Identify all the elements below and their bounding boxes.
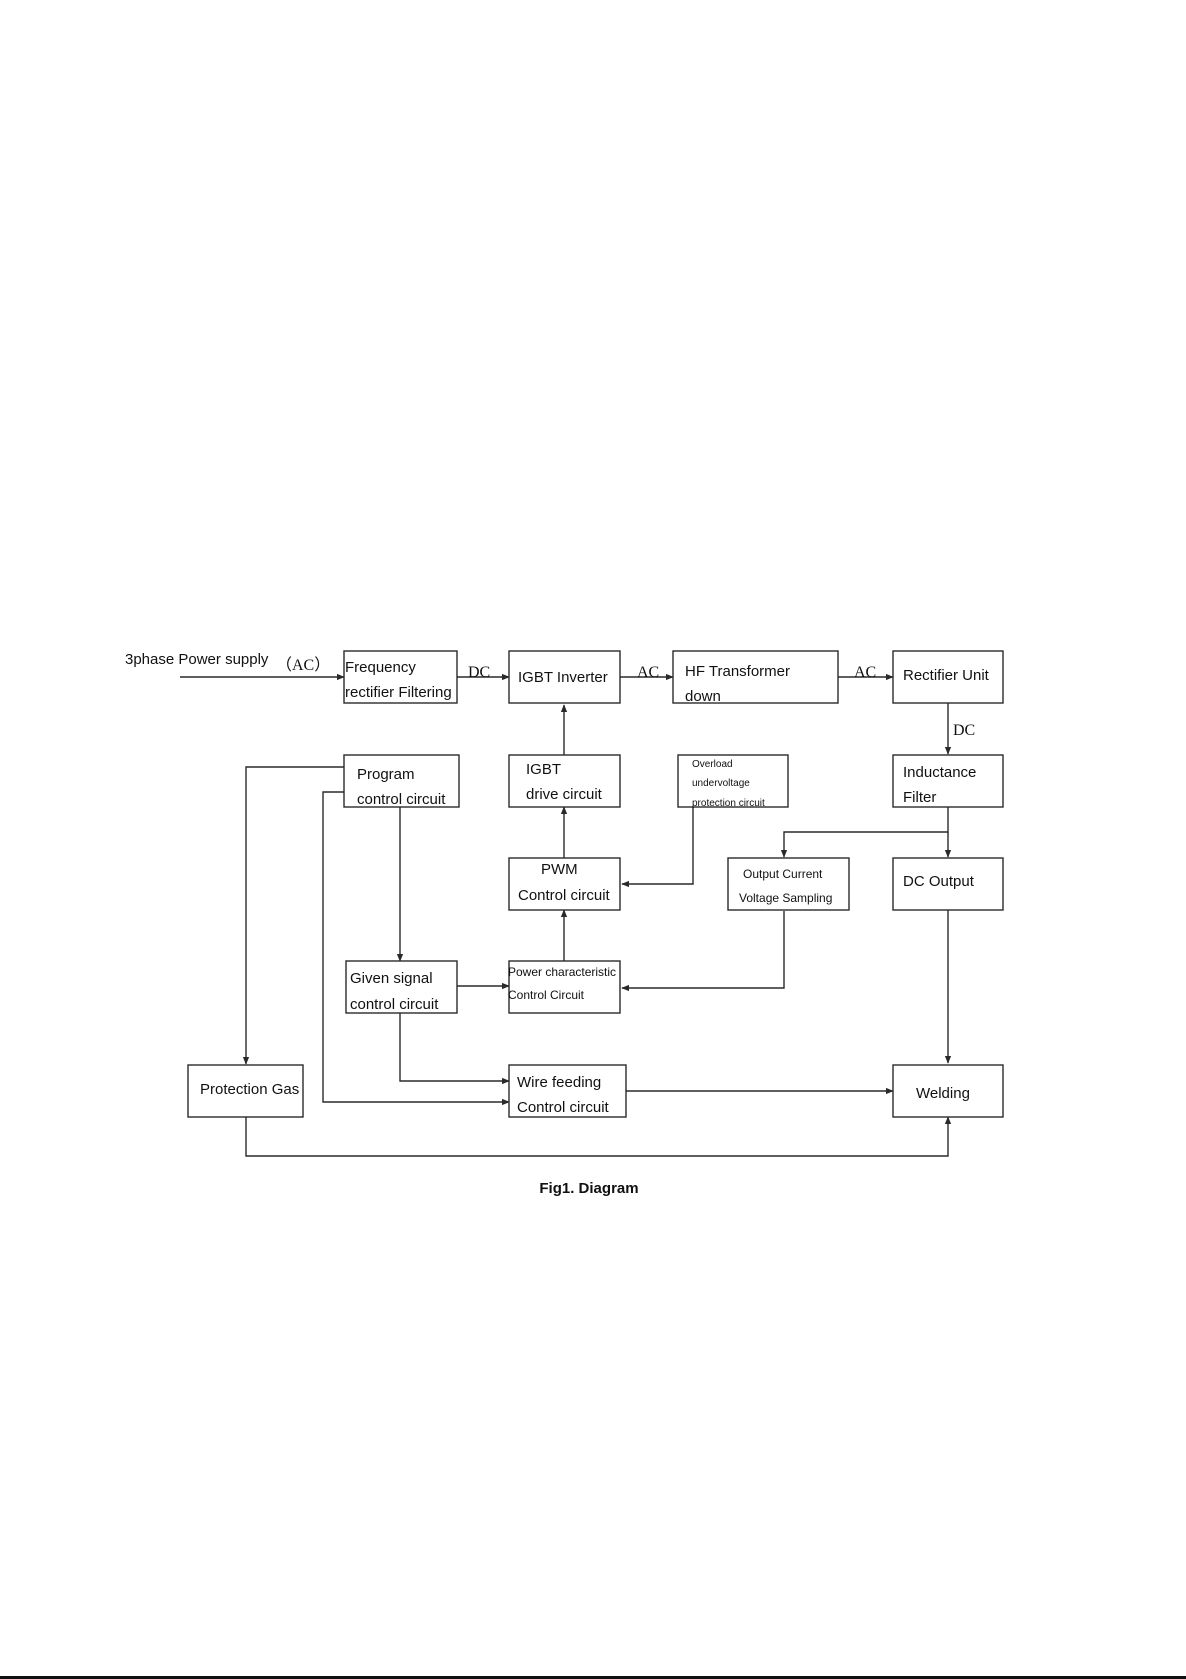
arrow-program-to-wire-feeding <box>322 791 510 1106</box>
igbt-drive-block: IGBT drive circuit <box>508 754 621 808</box>
given-signal-line-1: Given signal <box>350 970 433 987</box>
figure-caption: Fig1. Diagram <box>539 1180 638 1197</box>
edge-label-ac-1: AC <box>637 664 659 681</box>
pwm-control-line-2: Control circuit <box>518 887 611 904</box>
protection-gas-block: Protection Gas <box>187 1064 304 1118</box>
arrow-inductance-to-sampling <box>780 807 949 858</box>
input-label: 3phase Power supply <box>125 651 269 668</box>
protection-gas-label: Protection Gas <box>200 1081 299 1098</box>
arrow-protection-gas-to-welding <box>245 1116 952 1157</box>
igbt-inverter-block: IGBT Inverter <box>508 650 621 704</box>
hf-transformer-line-1: HF Transformer <box>685 663 790 680</box>
power-characteristic-block: Power characteristic Control Circuit <box>508 960 621 1014</box>
given-signal-line-2: control circuit <box>350 996 439 1013</box>
overload-protection-block: Overload undervoltage protection circuit <box>677 754 789 809</box>
inductance-filter-line-1: Inductance <box>903 764 976 781</box>
arrow-sampling-to-power-char <box>621 911 785 992</box>
edge-label-ac-2: AC <box>854 664 876 681</box>
wire-feeding-line-2: Control circuit <box>517 1099 610 1116</box>
arrow-overload-to-pwm <box>621 803 694 888</box>
input-ac-label: （AC） <box>276 656 330 674</box>
rectifier-unit-label: Rectifier Unit <box>903 667 990 684</box>
power-characteristic-line-2: Control Circuit <box>508 988 585 1002</box>
igbt-drive-line-1: IGBT <box>526 761 561 778</box>
igbt-inverter-label: IGBT Inverter <box>518 669 608 686</box>
overload-line-1: Overload <box>692 759 733 770</box>
edge-label-dc-2: DC <box>953 722 975 739</box>
overload-line-3: protection circuit <box>692 798 765 809</box>
inductance-filter-line-2: Filter <box>903 789 936 806</box>
arrow-program-to-protection-gas <box>242 766 344 1065</box>
program-control-line-1: Program <box>357 766 415 783</box>
edge-label-dc-1: DC <box>468 664 490 681</box>
hf-transformer-block: HF Transformer down <box>672 650 839 705</box>
program-control-line-2: control circuit <box>357 791 446 808</box>
welding-block: Welding <box>892 1064 1004 1118</box>
arrow-given-to-wire-feeding <box>399 1013 510 1085</box>
output-sampling-line-1: Output Current <box>743 867 823 881</box>
igbt-drive-line-2: drive circuit <box>526 786 603 803</box>
rectifier-unit-block: Rectifier Unit <box>892 650 1004 704</box>
dc-output-label: DC Output <box>903 873 975 890</box>
connectors <box>180 673 952 1157</box>
power-characteristic-line-1: Power characteristic <box>508 965 616 979</box>
output-sampling-line-2: Voltage Sampling <box>739 891 832 905</box>
wire-feeding-line-1: Wire feeding <box>517 1074 601 1091</box>
output-sampling-block: Output Current Voltage Sampling <box>727 857 850 911</box>
overload-line-2: undervoltage <box>692 778 750 789</box>
inductance-filter-block: Inductance Filter <box>892 754 1004 808</box>
frequency-rectifier-line-2: rectifier Filtering <box>345 684 452 701</box>
frequency-rectifier-block: Frequency rectifier Filtering <box>343 650 458 704</box>
given-signal-block: Given signal control circuit <box>345 960 458 1014</box>
pwm-control-line-1: PWM <box>541 861 578 878</box>
program-control-block: Program control circuit <box>343 754 460 808</box>
pwm-control-block: PWM Control circuit <box>508 857 621 911</box>
welding-label: Welding <box>916 1085 970 1102</box>
wire-feeding-block: Wire feeding Control circuit <box>508 1064 627 1118</box>
dc-output-block: DC Output <box>892 857 1004 911</box>
bottom-rule <box>0 1676 1186 1679</box>
frequency-rectifier-line-1: Frequency <box>345 659 416 676</box>
hf-transformer-line-2: down <box>685 688 721 705</box>
